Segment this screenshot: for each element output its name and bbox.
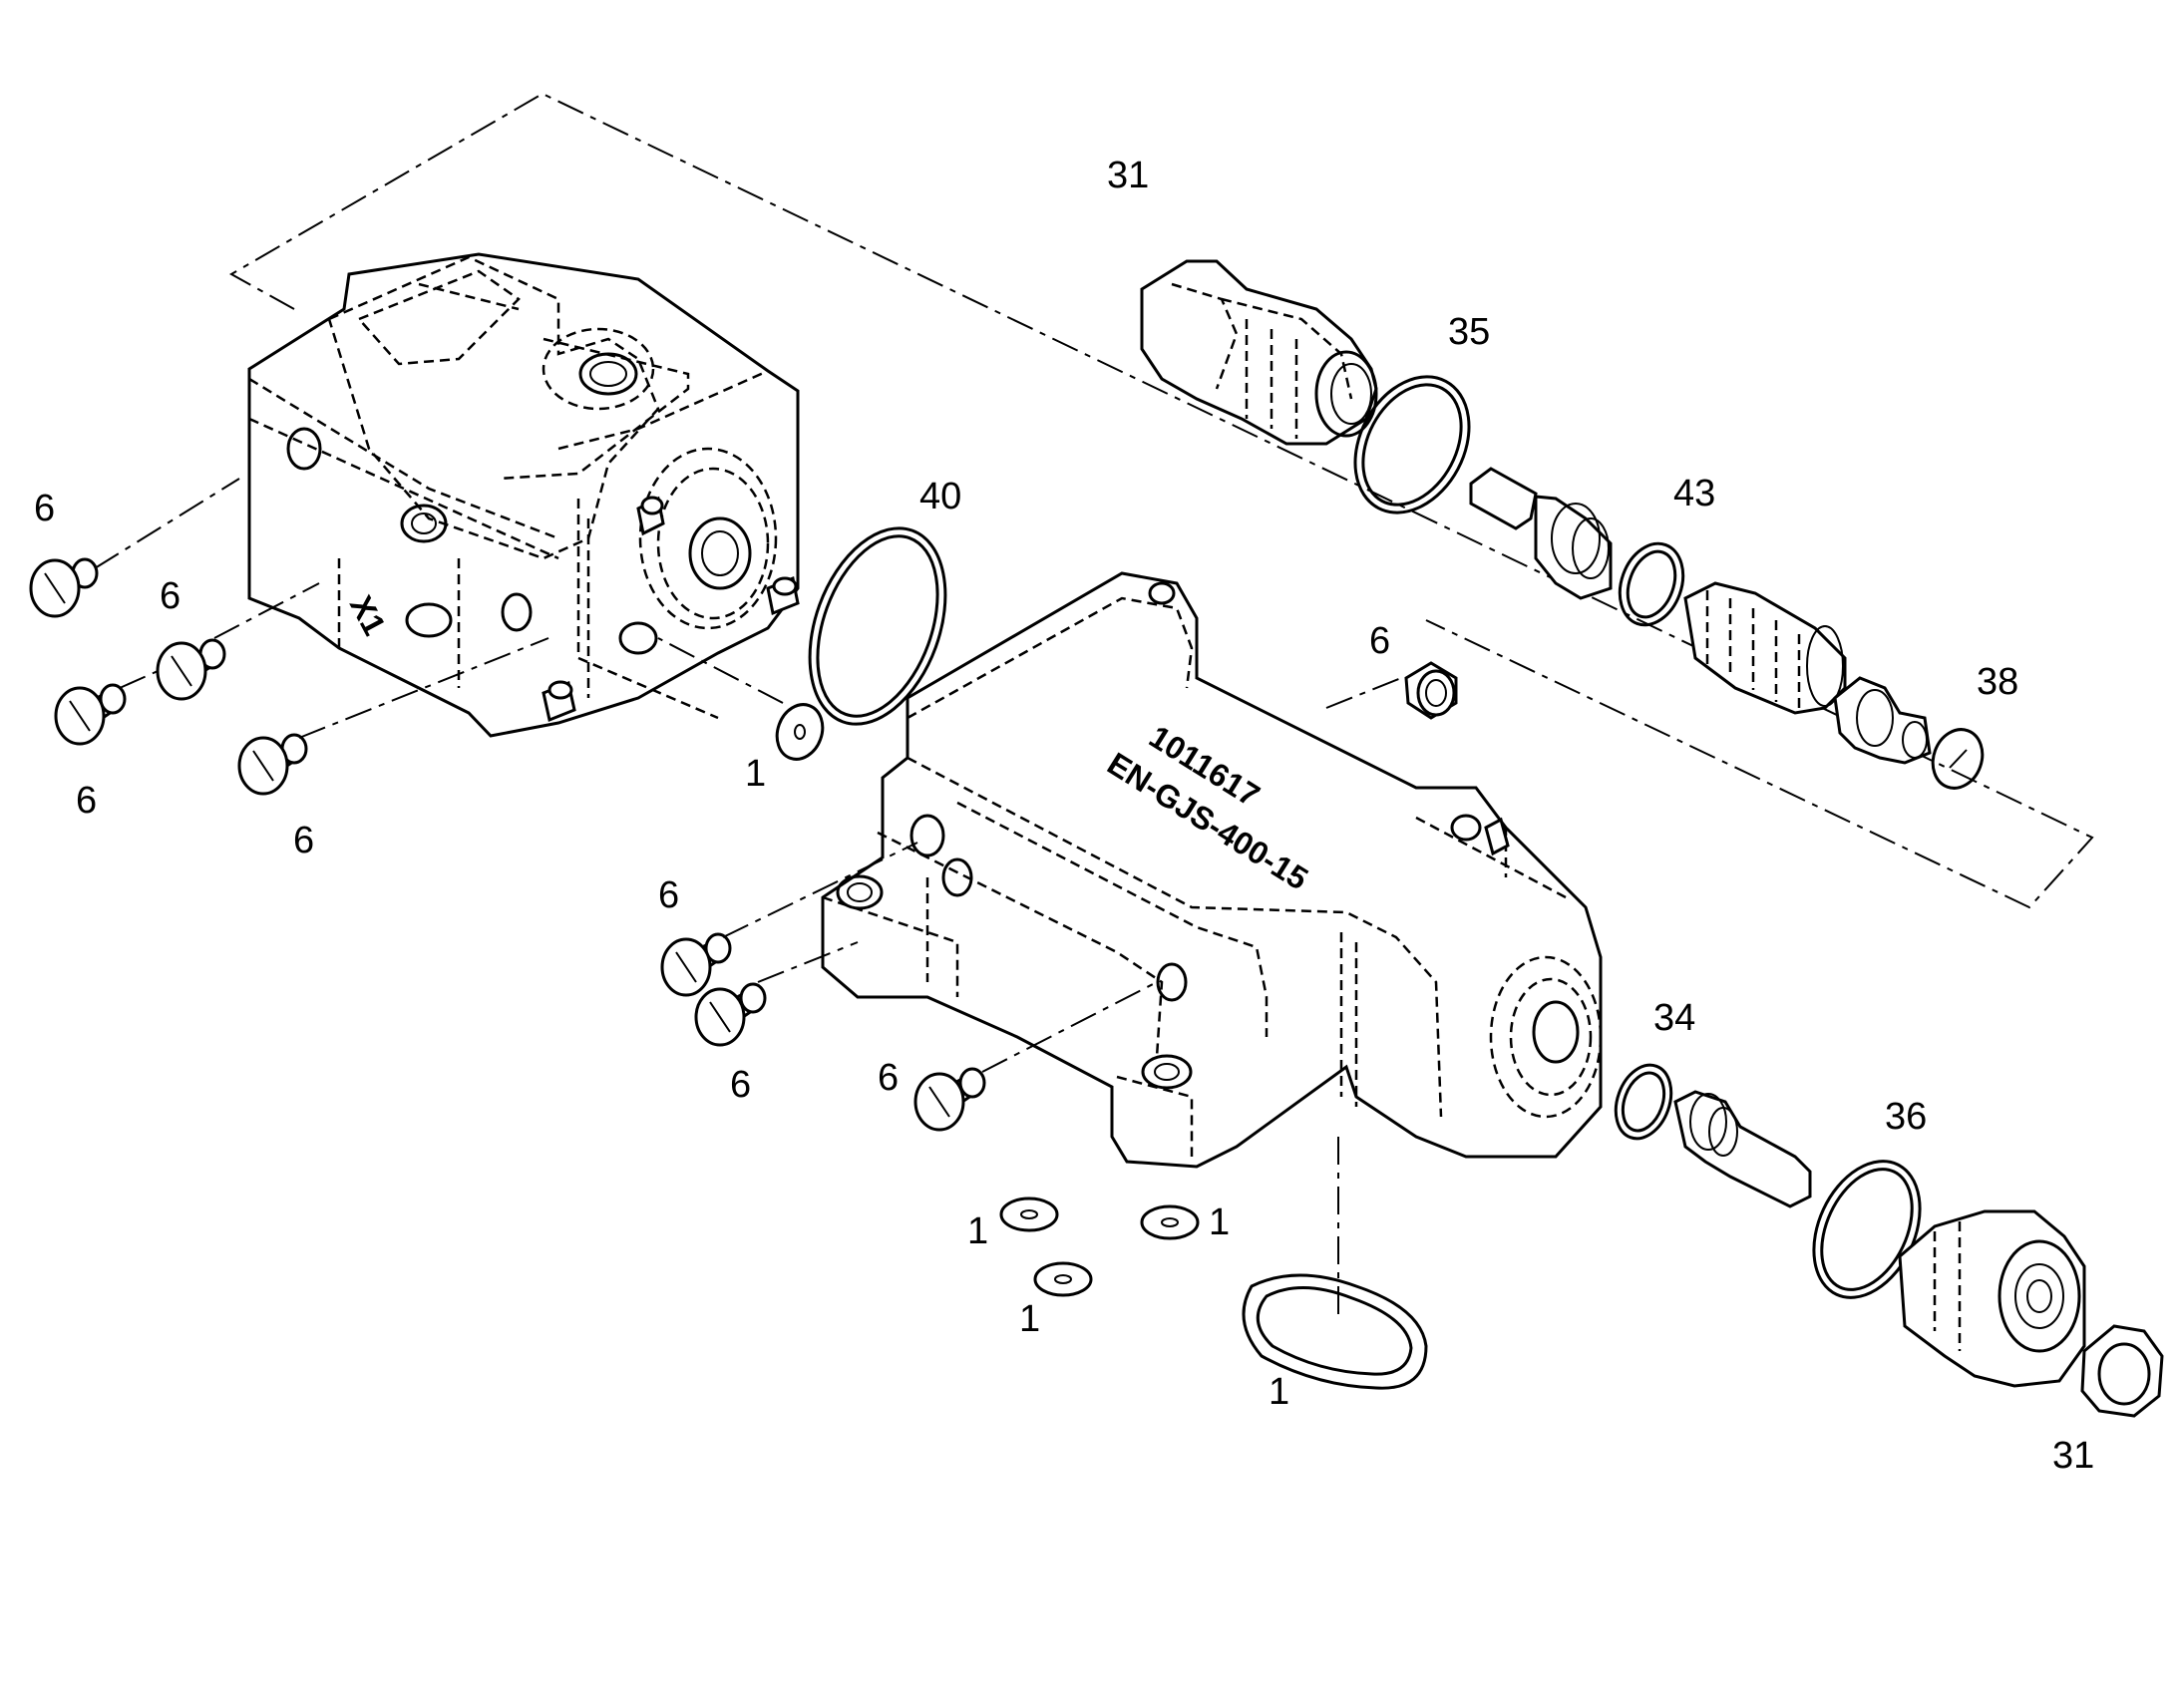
screw-plug-6-d — [237, 733, 308, 796]
screw-plug-6-h — [913, 1067, 986, 1132]
label-40: 40 — [919, 476, 961, 517]
label-6-e: 6 — [1369, 620, 1390, 662]
label-6-h: 6 — [878, 1057, 899, 1099]
screw-plug-6-a — [29, 557, 99, 618]
label-6-d: 6 — [293, 820, 314, 861]
screw-plug-6-e — [1404, 661, 1458, 720]
label-31-bottom: 31 — [2052, 1435, 2094, 1477]
label-1-d: 1 — [1019, 1298, 1040, 1340]
label-6-g: 6 — [730, 1064, 751, 1106]
part-labels: 31 35 40 43 38 6 6 6 6 6 6 6 6 1 1 1 1 1… — [34, 155, 2094, 1477]
screw-plug-6-f — [660, 932, 732, 997]
o-ring-35 — [1353, 375, 1471, 514]
seal-1-d — [1033, 1261, 1093, 1297]
o-ring-40 — [808, 526, 947, 726]
leader-lines — [94, 478, 1402, 1321]
seal-1-b — [999, 1196, 1059, 1232]
label-1-e: 1 — [1269, 1371, 1289, 1413]
label-31-top: 31 — [1107, 155, 1149, 196]
seal-1-c — [1140, 1204, 1200, 1240]
assembly-boundary-line — [228, 92, 2094, 909]
spring — [1683, 581, 1847, 715]
label-6-b: 6 — [160, 575, 181, 617]
plug-31-bottom — [1898, 1209, 2086, 1388]
o-ring-43 — [1618, 541, 1685, 627]
upper-valve-housing: X1 — [247, 252, 800, 738]
valve-poppet — [1833, 676, 1932, 765]
label-1-b: 1 — [967, 1210, 988, 1252]
hex-nut-31 — [2080, 1324, 2164, 1418]
label-35: 35 — [1448, 311, 1490, 353]
main-valve-block: 1011617 EN-GJS-400-15 — [821, 571, 1603, 1169]
label-36: 36 — [1885, 1096, 1927, 1138]
label-1-a: 1 — [745, 753, 766, 795]
label-1-c: 1 — [1209, 1201, 1230, 1243]
screw-plug-6-c — [54, 683, 127, 746]
label-6-a: 6 — [34, 488, 55, 529]
washer-38 — [1931, 728, 1985, 790]
screw-plug-6-b — [156, 638, 226, 701]
label-43: 43 — [1673, 473, 1715, 514]
label-6-c: 6 — [76, 780, 97, 822]
o-ring-34 — [1614, 1063, 1673, 1141]
valve-stem-upper — [1469, 467, 1613, 600]
label-34: 34 — [1653, 997, 1695, 1039]
screw-plug-6-g — [694, 982, 767, 1047]
label-38: 38 — [1977, 661, 2018, 703]
label-6-f: 6 — [658, 874, 679, 916]
seal-1-a — [775, 703, 825, 761]
valve-stem-lower — [1673, 1090, 1812, 1208]
plug-31-top — [1140, 259, 1378, 446]
